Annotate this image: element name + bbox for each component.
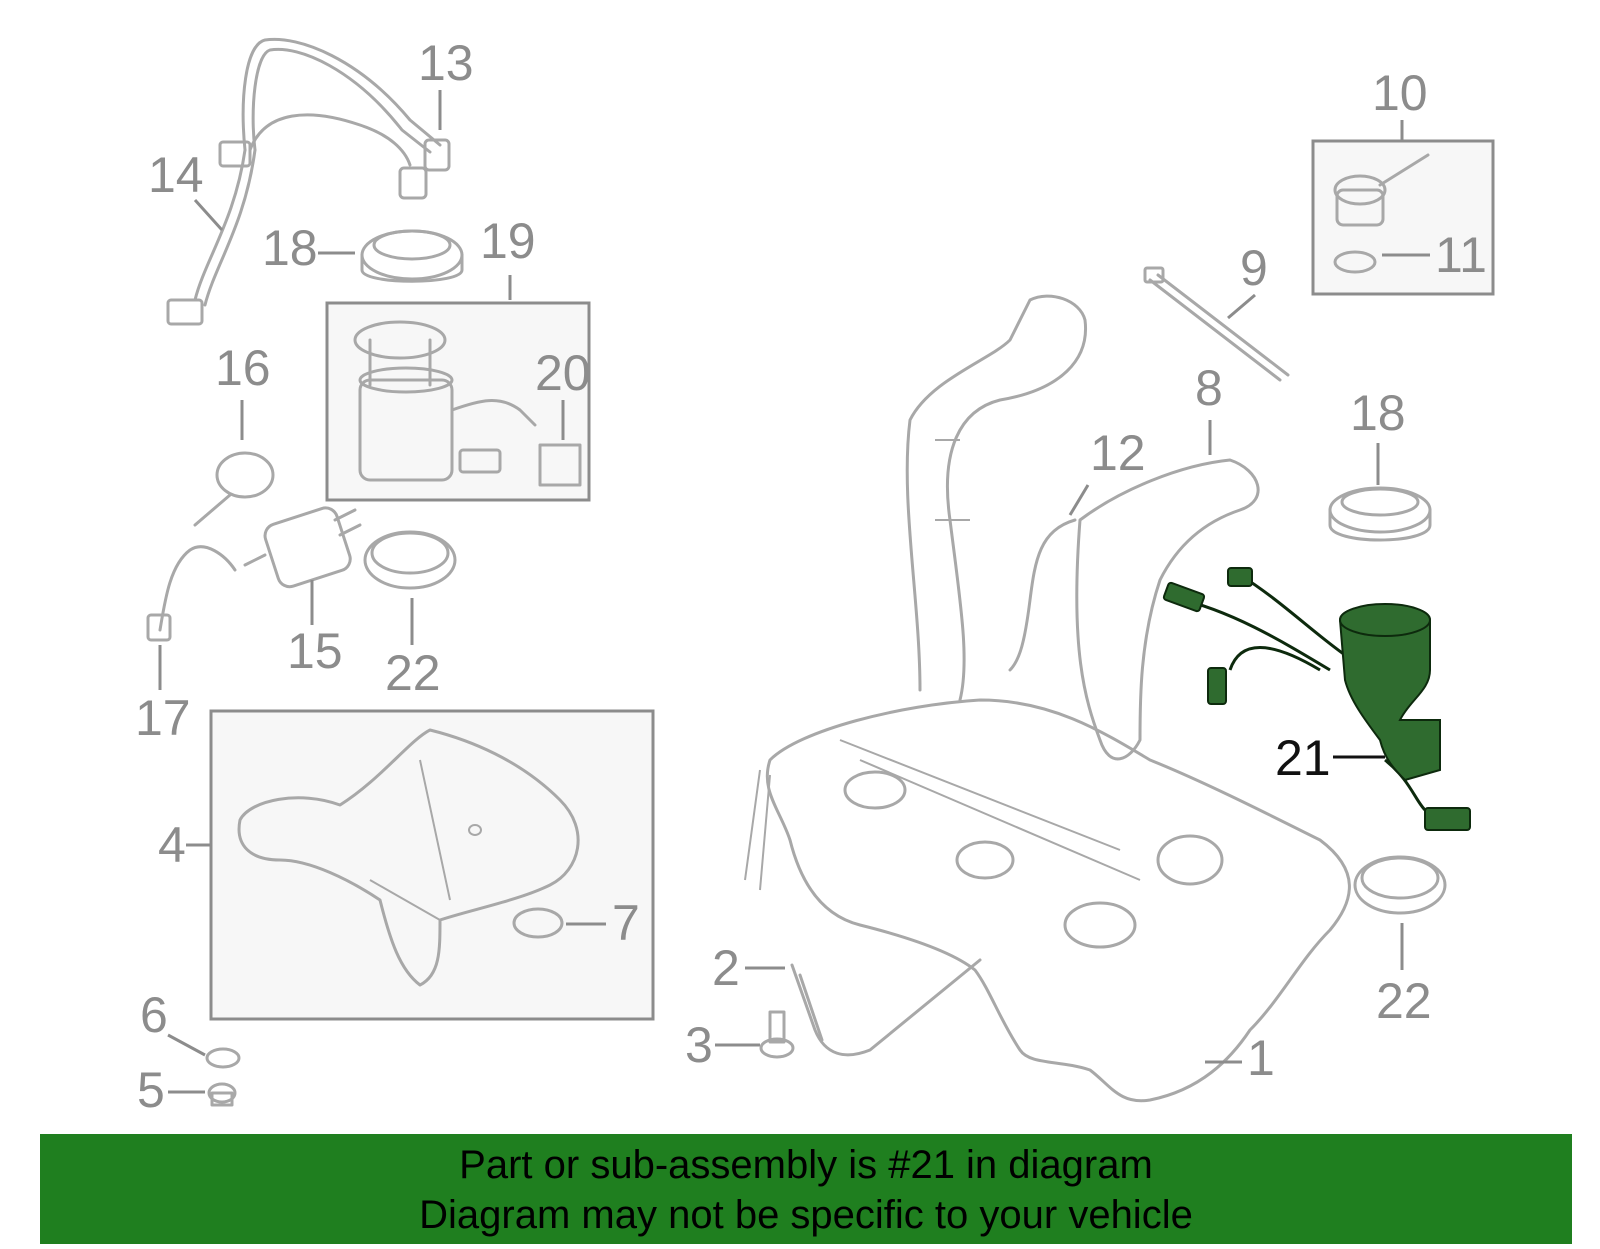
part-4-heat-shield	[237, 728, 580, 987]
callout-18-left: 18	[262, 220, 318, 276]
callout-4: 4	[158, 817, 186, 873]
callout-16: 16	[215, 340, 271, 396]
callout-1: 1	[1247, 1030, 1275, 1086]
callout-22-left: 22	[385, 645, 441, 701]
part-21-fuel-pump-assembly	[1162, 567, 1471, 831]
part-18-lock-ring-right	[1328, 486, 1432, 542]
leader-12	[1068, 484, 1090, 516]
callout-15: 15	[287, 623, 343, 679]
callout-17: 17	[135, 690, 191, 746]
callout-14: 14	[148, 147, 204, 203]
leader-6	[167, 1033, 206, 1057]
callout-11: 11	[1435, 227, 1487, 283]
part-17-fuel-line	[146, 545, 237, 642]
notice-banner: Part or sub-assembly is #21 in diagram D…	[40, 1134, 1572, 1244]
part-22-seal-left	[363, 530, 457, 590]
callout-6: 6	[140, 987, 168, 1043]
callout-3: 3	[685, 1017, 713, 1073]
part-11-o-ring	[1333, 250, 1377, 274]
callout-9: 9	[1240, 240, 1268, 296]
part-15-fuel-filter	[243, 506, 362, 589]
part-6-washer	[205, 1047, 241, 1069]
callout-20: 20	[535, 345, 591, 401]
callout-19: 19	[480, 213, 536, 269]
callout-10: 10	[1372, 65, 1428, 121]
callout-7: 7	[612, 895, 640, 951]
part-22-seal-right	[1353, 855, 1447, 915]
part-4-group-box	[209, 709, 655, 1021]
leader-14	[193, 198, 224, 232]
callout-22-right: 22	[1376, 973, 1432, 1029]
part-3-bolt	[759, 1010, 795, 1059]
leader-9	[1227, 293, 1256, 320]
part-8-heat-shield	[1075, 458, 1260, 761]
part-20-sensor	[538, 443, 582, 487]
part-7-seal	[512, 907, 564, 939]
part-filler-neck	[905, 294, 1088, 702]
part-5-nut	[207, 1082, 237, 1107]
callout-8: 8	[1195, 360, 1223, 416]
part-9-sender	[1143, 266, 1290, 382]
callout-13: 13	[418, 35, 474, 91]
banner-line-1: Part or sub-assembly is #21 in diagram	[459, 1143, 1153, 1187]
part-13-14-fuel-lines	[166, 37, 451, 326]
callout-18-right: 18	[1350, 385, 1406, 441]
callout-21: 21	[1275, 730, 1331, 786]
banner-line-2: Diagram may not be specific to your vehi…	[419, 1193, 1193, 1237]
callout-5: 5	[137, 1062, 165, 1118]
part-16-clamp	[193, 451, 275, 527]
part-12-vent-line	[1008, 518, 1077, 672]
callout-12: 12	[1090, 425, 1146, 481]
part-19-fuel-pump	[353, 320, 537, 482]
part-2-strap	[790, 958, 982, 1057]
part-19-group-box	[325, 301, 591, 502]
part-10-cap	[1333, 153, 1430, 227]
part-18-lock-ring-left	[360, 229, 464, 283]
callout-2: 2	[712, 940, 740, 996]
